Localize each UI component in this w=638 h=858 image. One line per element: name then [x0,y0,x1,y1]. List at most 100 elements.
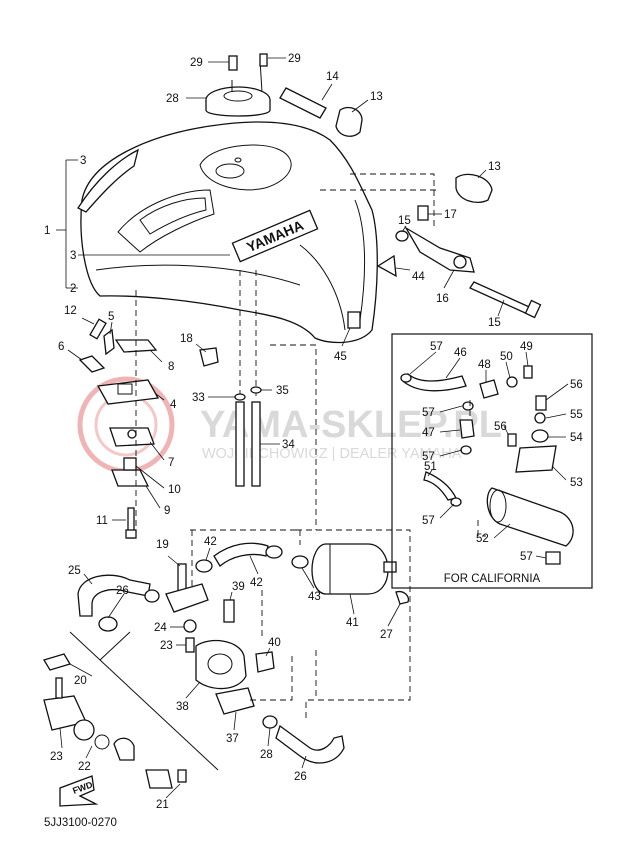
hose-14 [279,87,327,119]
callout-19: 18 [180,333,193,345]
callout-24: 23 [50,751,63,763]
clip-57b [462,401,474,411]
tank-filler-neck [215,163,245,179]
callout-40: 41 [346,617,359,629]
bracket-52 [515,445,557,473]
leader-24 [59,727,63,749]
filter-port [207,653,233,675]
callout-16: 15 [398,215,411,227]
leader-9 [145,485,161,509]
clamp-29c [395,590,410,605]
fuel-cock-variant [43,653,187,789]
clip-33 [234,393,246,401]
leader-12 [81,317,95,325]
dash-filter [250,656,293,701]
washer-49 [506,376,518,388]
fuel-cock-assembly [77,563,345,764]
leader-54 [545,413,567,419]
pad-44 [347,311,361,329]
tank-rear-edge [354,199,366,321]
callout-47: 48 [478,359,491,371]
callout-5: 5 [108,311,114,323]
leader-6 [67,349,83,361]
bracket-4 [96,379,160,405]
leader-36 [233,711,237,731]
leader-52 [551,465,567,481]
callout-26: 24 [154,622,167,634]
leader-19 [195,343,207,353]
callout-11: 11 [96,515,108,527]
tank-body [80,121,378,344]
joint-47 [479,379,499,399]
callout-29d: 28 [260,749,273,761]
fuel-pump-40 [311,543,389,595]
callout-32: 29 [288,53,301,65]
bolt-18 [417,205,429,221]
callout-57b: 57 [422,407,435,419]
leader-22 [165,783,181,799]
callout-50: 51 [424,461,437,473]
tank-stripe-decal [77,148,139,213]
callout-38: 39 [232,581,245,593]
canister-end [489,489,507,523]
clamp-42a [195,559,213,573]
callout-4: 4 [170,399,177,411]
leader-43 [395,267,411,271]
callout-42a: 42 [204,536,217,548]
leader-57d [439,503,455,519]
canister-51 [486,487,574,547]
lever-21 [43,653,71,671]
callout-21: 20 [74,675,87,687]
leader-15 [497,299,505,317]
fuel-cap-assembly [205,53,271,117]
inset-frame [391,333,593,589]
dash-inset-b [477,520,486,537]
leader-14 [321,83,333,101]
callout-15: 15 [488,317,501,329]
leader-56 [535,555,547,559]
leader-57b [439,405,463,413]
hose-50 [423,471,457,501]
leader-49 [505,361,511,379]
clamp-29b [144,589,160,603]
pump-outlet [383,561,397,573]
leader-55b [503,425,509,435]
dash-tank-pump [270,344,317,530]
callout-9: 9 [164,505,170,517]
bracket-6 [78,355,106,373]
hose-45 [403,372,467,392]
leader-29c [387,603,401,627]
leader-lines [59,57,569,799]
callout-30: 28 [166,93,179,105]
clamp-42b [291,555,309,569]
collar-10 [123,457,137,471]
leader-37 [185,681,201,699]
bracket-hole [453,255,467,269]
callout-35: 35 [276,385,289,397]
callout-52: 53 [570,477,583,489]
callout-14: 14 [326,71,339,83]
gasket-23a [73,719,95,741]
bracket-5 [103,328,115,356]
screw-12 [89,318,107,340]
callout-29c: 27 [380,629,393,641]
forward-arrow: FWD [59,775,99,807]
leader-29a [107,593,125,619]
diagram-code: 5JJ3100-0270 [44,817,117,829]
screw-25 [185,637,195,653]
rear-mount-assembly [347,173,542,329]
filter-body-37 [195,639,247,690]
callout-3b: 3 [70,250,76,262]
watermark: YAMA-SKLEP.PL WOJCIECHOWICZ | DEALER YAM… [77,376,502,474]
callout-12: 12 [64,305,77,317]
drain-hoses [234,270,262,487]
leader-10 [135,465,165,489]
callout-31: 29 [190,57,203,69]
bolt-11-head [125,529,137,539]
fuel-cock-20-body [165,583,209,613]
oring-23 [94,734,110,750]
bolt-32-head [259,53,268,67]
callout-42b: 43 [308,591,321,603]
callout-7: 7 [168,457,174,469]
callout-10: 10 [168,484,181,496]
